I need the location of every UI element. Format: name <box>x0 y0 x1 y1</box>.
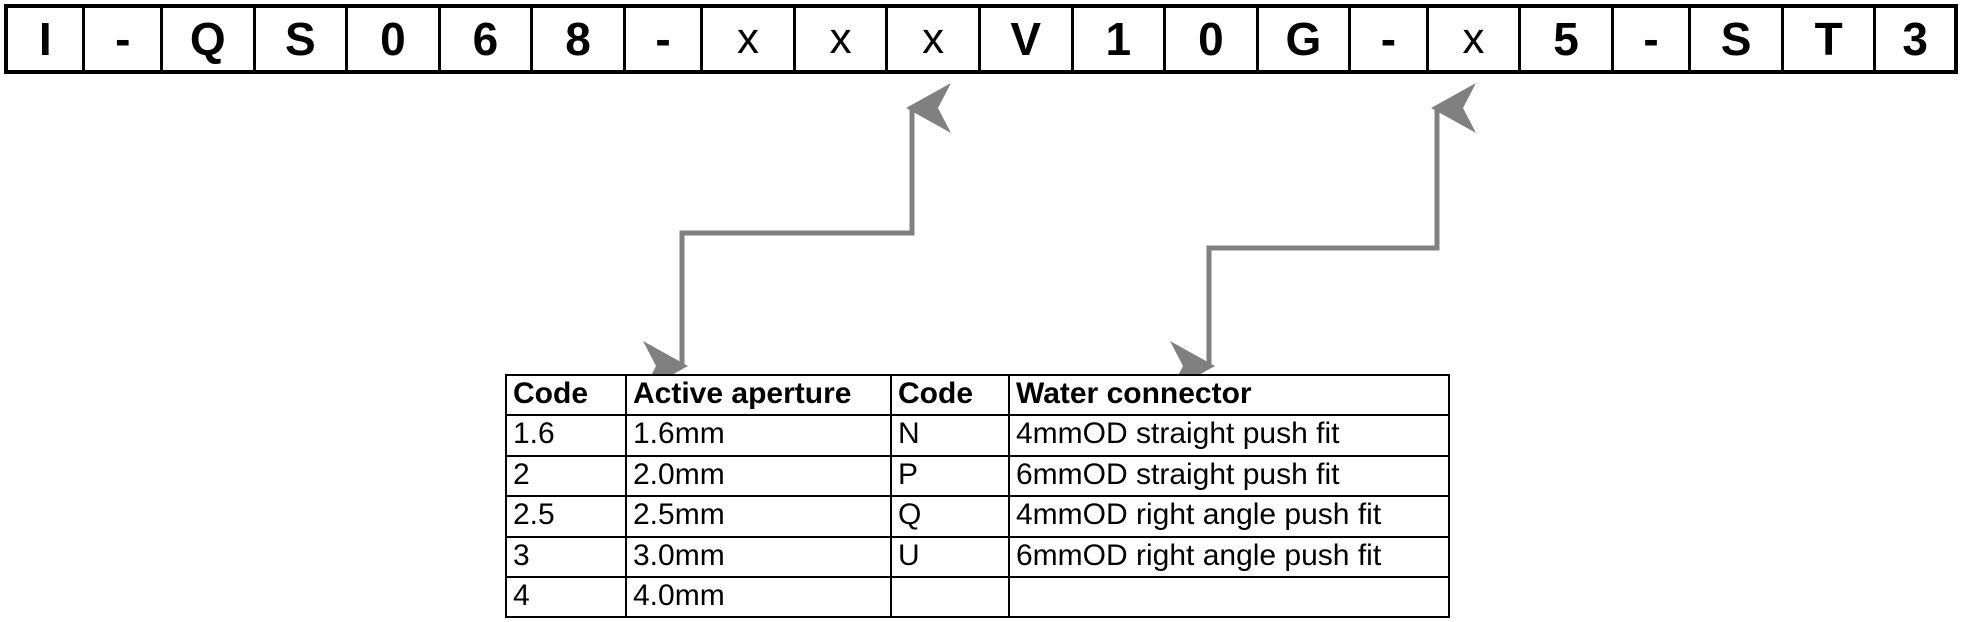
header-active-aperture: Active aperture <box>625 373 892 417</box>
header-water-connector: Water connector <box>1008 373 1450 417</box>
cell-code-connector <box>890 575 1010 619</box>
cell-active-aperture: 2.0mm <box>625 454 892 498</box>
part-number-char-7: - <box>626 8 704 70</box>
cell-code-aperture: 2.5 <box>505 495 627 538</box>
cell-code-aperture: 3 <box>505 535 627 578</box>
part-number-char-9: x <box>796 8 889 70</box>
part-number-char-19: S <box>1691 8 1784 70</box>
part-number-char-8: x <box>703 8 796 70</box>
part-number-char-10: x <box>888 8 981 70</box>
cell-water-connector: 6mmOD straight push fit <box>1008 454 1450 498</box>
cell-code-connector: U <box>890 535 1010 578</box>
part-number-char-11: V <box>981 8 1074 70</box>
part-number-char-13: 0 <box>1166 8 1259 70</box>
cell-water-connector: 4mmOD right angle push fit <box>1008 495 1450 538</box>
cell-code-aperture: 2 <box>505 454 627 498</box>
water-connector-connector <box>1170 83 1476 391</box>
reference-table-wrapper: Code Active aperture Code Water connecto… <box>505 373 1450 619</box>
cell-code-connector: Q <box>890 495 1010 538</box>
cell-water-connector: 6mmOD right angle push fit <box>1008 535 1450 578</box>
cell-code-connector: P <box>890 454 1010 498</box>
active-aperture-connector <box>643 83 951 391</box>
part-number-char-21: 3 <box>1902 13 1928 65</box>
header-code-aperture: Code <box>505 373 627 417</box>
part-number-char-5: 6 <box>441 8 534 70</box>
part-number-char-17: 5 <box>1521 8 1614 70</box>
part-number-char-0: I <box>8 8 86 70</box>
cell-active-aperture: 4.0mm <box>625 575 892 619</box>
header-code-connector: Code <box>890 373 1010 417</box>
cell-water-connector: 4mmOD straight push fit <box>1008 414 1450 457</box>
part-number-char-14: G <box>1259 8 1352 70</box>
part-number-char-3: S <box>256 8 349 70</box>
cell-code-aperture: 4 <box>505 575 627 619</box>
part-number-char-1: - <box>85 8 163 70</box>
part-number-char-15: - <box>1351 8 1429 70</box>
cell-code-connector: N <box>890 414 1010 457</box>
cell-active-aperture: 3.0mm <box>625 535 892 578</box>
cell-water-connector <box>1008 575 1450 619</box>
table-header-row: Code Active aperture Code Water connecto… <box>505 373 1450 417</box>
part-number-char-20: T <box>1784 8 1877 70</box>
part-number-char-6: 8 <box>533 8 626 70</box>
cell-code-aperture: 1.6 <box>505 414 627 457</box>
part-number-char-4: 0 <box>348 8 441 70</box>
part-number-char-18: - <box>1614 8 1692 70</box>
reference-table: Code Active aperture Code Water connecto… <box>505 373 1450 619</box>
part-number-char-2: Q <box>163 8 256 70</box>
cell-active-aperture: 2.5mm <box>625 495 892 538</box>
part-number-char-12: 1 <box>1074 8 1167 70</box>
cell-active-aperture: 1.6mm <box>625 414 892 457</box>
part-number-char-16: x <box>1429 8 1522 70</box>
